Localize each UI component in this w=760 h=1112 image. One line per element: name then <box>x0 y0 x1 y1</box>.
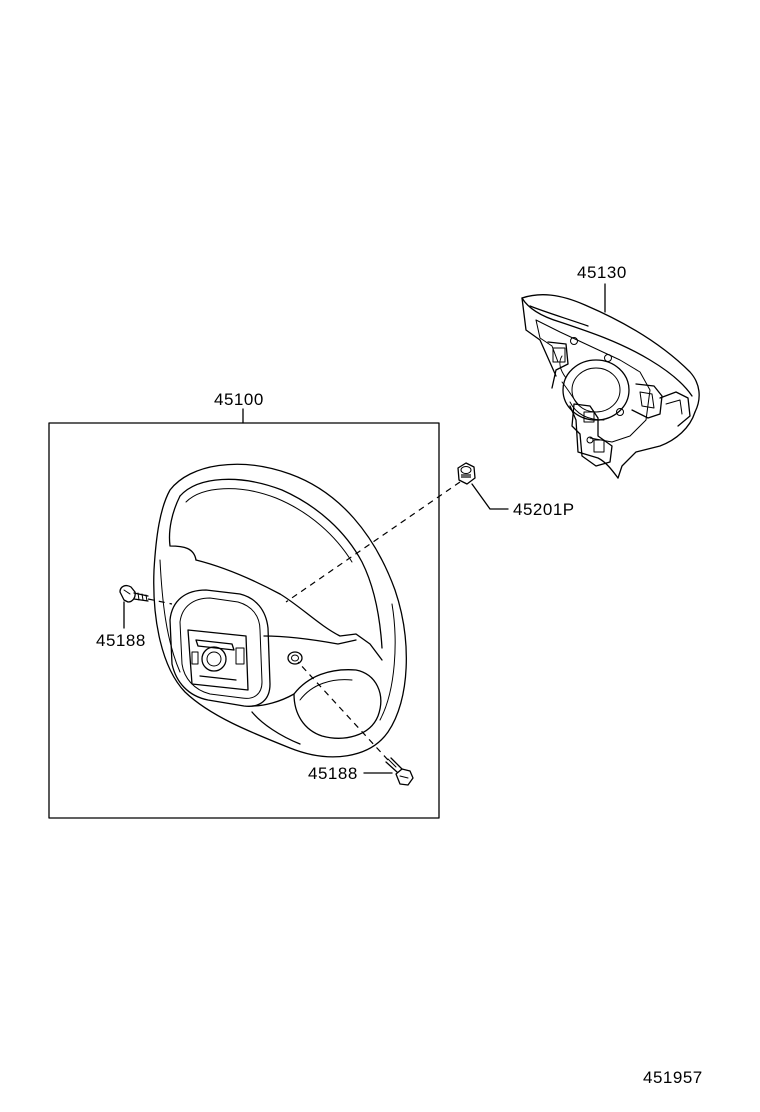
screw-bottom-dash-line <box>297 661 389 761</box>
screw-left-label: 45188 <box>96 631 146 650</box>
horn-pad-illustration <box>521 294 700 479</box>
kit-frame <box>48 422 440 819</box>
screw-bottom-label: 45188 <box>308 764 358 783</box>
figure-code-label: 451957 <box>643 1068 703 1087</box>
steering-wheel-illustration <box>153 463 407 758</box>
nut-leader-line <box>471 483 509 510</box>
screw-left-illustration <box>119 585 149 603</box>
screw-left-dash-line <box>147 598 173 605</box>
screw-bottom-illustration <box>385 757 414 786</box>
nut-label: 45201P <box>513 500 575 519</box>
steering-wheel-assy-label: 45100 <box>214 390 264 409</box>
horn-pad-label: 45130 <box>577 263 627 282</box>
nut-dash-line <box>285 481 461 603</box>
nut-illustration <box>457 462 476 485</box>
